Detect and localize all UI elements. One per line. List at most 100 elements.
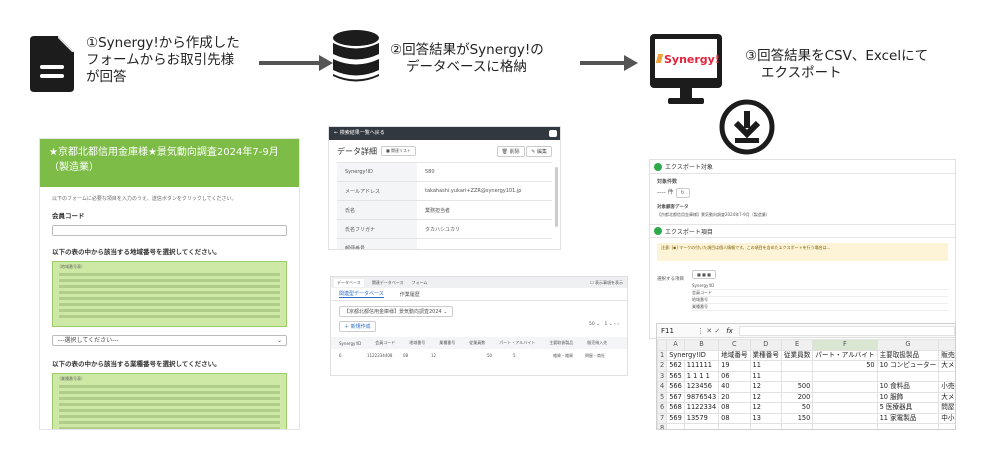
db-select[interactable]: 【京都北都信用金庫様】景気動向調査2024 ⌄ <box>339 306 453 317</box>
cell[interactable] <box>812 381 878 393</box>
tab-database[interactable]: データベース <box>334 278 364 287</box>
cell[interactable]: 19 <box>718 360 751 372</box>
cell[interactable]: 12 <box>749 381 782 393</box>
row-header[interactable]: 4 <box>657 381 668 393</box>
cell[interactable]: 200 <box>780 391 814 403</box>
edit-button[interactable]: ✎ 編集 <box>526 145 552 157</box>
cell[interactable]: 11 <box>749 370 782 382</box>
cell[interactable] <box>812 412 878 424</box>
cell[interactable]: 5 医療器具 <box>876 402 940 414</box>
export-item[interactable]: Synergy!ID <box>692 283 948 290</box>
col-header[interactable]: C <box>718 339 751 351</box>
cell[interactable] <box>812 370 878 382</box>
refresh-icon[interactable]: ↻ <box>675 188 690 198</box>
cell[interactable] <box>666 423 685 429</box>
cell[interactable] <box>749 423 782 429</box>
cell[interactable] <box>780 370 814 382</box>
cell[interactable]: 150 <box>780 412 814 424</box>
cell[interactable]: Synergy!ID <box>666 349 720 361</box>
cell[interactable]: 06 <box>718 370 751 382</box>
col-header[interactable]: G <box>876 339 940 351</box>
table-row[interactable]: 6 1122334408 08 12 50 5 雑貨・雑貨 問屋・商社 <box>331 349 627 362</box>
cell[interactable]: 大メーカー <box>938 360 955 372</box>
cell[interactable]: 569 <box>666 412 685 424</box>
cell[interactable]: 500 <box>780 381 814 393</box>
delete-button[interactable]: 🗑 削除 <box>496 145 525 157</box>
cell[interactable]: 50 <box>812 360 878 372</box>
cell[interactable]: パート・アルバイト <box>812 349 878 361</box>
cell[interactable]: 9876543 <box>683 391 720 403</box>
cell[interactable]: 568 <box>666 402 685 414</box>
row-header[interactable]: 3 <box>657 370 668 382</box>
cell[interactable]: 12 <box>749 402 782 414</box>
tab-form[interactable]: フォーム <box>411 279 428 285</box>
item-selector[interactable]: ■ ■ ■ <box>692 270 716 279</box>
export-item[interactable]: 業種番号 <box>692 304 948 311</box>
cell[interactable]: 問屋・商社 <box>938 402 955 414</box>
scrollbar[interactable] <box>555 167 558 227</box>
col-header[interactable]: D <box>749 339 782 351</box>
cell[interactable]: 13 <box>749 412 782 424</box>
code-input[interactable] <box>52 225 287 236</box>
cell[interactable]: 20 <box>718 391 751 403</box>
cell[interactable]: 08 <box>718 412 751 424</box>
cell[interactable]: 11 家電製品 <box>876 412 940 424</box>
col-header[interactable]: Synergy!ID <box>339 340 362 346</box>
cell-ref-box[interactable]: F11 <box>661 326 674 335</box>
add-record-button[interactable]: ＋ 新規作成 <box>339 321 376 332</box>
cell[interactable]: 中小メーカー・仲間業者 <box>938 412 955 424</box>
cell[interactable]: 1122334 <box>683 402 720 414</box>
related-tag[interactable]: ■ 関連リスト <box>381 146 417 156</box>
col-header[interactable]: 販売納入先 <box>587 340 608 345</box>
back-link[interactable]: ← 検索結果一覧へ戻る <box>334 130 385 136</box>
subtab-related-db[interactable]: 関連型データベース <box>339 291 384 298</box>
row-header[interactable]: 8 <box>657 423 668 429</box>
cell[interactable] <box>812 423 878 429</box>
cell[interactable]: 08 <box>718 402 751 414</box>
cell[interactable]: 販売納入数の最も多い先 <box>938 349 955 361</box>
cell[interactable] <box>780 423 814 429</box>
cell[interactable]: 業種番号 <box>749 349 782 361</box>
cell[interactable]: 地域番号 <box>718 349 751 361</box>
cell[interactable]: 50 <box>780 402 814 414</box>
subtab-history[interactable]: 作業履歴 <box>399 291 420 298</box>
row-header[interactable]: 5 <box>657 391 668 403</box>
row-header[interactable]: 6 <box>657 402 668 414</box>
cell[interactable] <box>876 423 940 429</box>
formula-input[interactable] <box>738 325 955 336</box>
row-header[interactable]: 7 <box>657 412 668 424</box>
toggle-icon[interactable] <box>549 130 557 137</box>
cell[interactable]: 大メーカー <box>938 391 955 403</box>
cell[interactable]: 10 コンピューター <box>876 360 940 372</box>
row-header[interactable]: 1 <box>657 349 668 361</box>
cell[interactable] <box>938 423 955 429</box>
col-header[interactable]: 主要取扱製品 <box>549 340 574 345</box>
cell[interactable]: 123456 <box>683 381 720 393</box>
cell[interactable]: 562 <box>666 360 685 372</box>
cell[interactable] <box>780 360 814 372</box>
col-header[interactable]: パート・アルバイト <box>499 340 536 345</box>
cell[interactable] <box>876 370 940 382</box>
export-item[interactable]: 会員コード <box>692 290 948 297</box>
display-checkbox[interactable]: ☐ 表示事項を表示 <box>590 279 623 285</box>
export-item[interactable]: 地域番号 <box>692 297 948 304</box>
col-header[interactable]: 業種番号 <box>439 340 456 345</box>
cell[interactable]: 小売業者 <box>938 381 955 393</box>
cell[interactable]: 13579 <box>683 412 720 424</box>
cell[interactable]: 111111 <box>683 360 720 372</box>
col-header[interactable]: 会員コード <box>375 340 396 345</box>
tab-related-db[interactable]: 関連データベース <box>371 279 404 285</box>
cell[interactable]: 567 <box>666 391 685 403</box>
cell[interactable]: 10 服飾 <box>876 391 940 403</box>
cell[interactable]: 1 1 1 1 <box>683 370 720 382</box>
cell[interactable]: 従業員数 <box>780 349 814 361</box>
cell[interactable]: 11 <box>749 360 782 372</box>
col-header[interactable]: H <box>938 339 955 351</box>
corner-cell[interactable] <box>657 339 668 351</box>
pager[interactable]: 50 ⌄ 1 ⌄ ‹ › <box>589 322 619 327</box>
row-header[interactable]: 2 <box>657 360 668 372</box>
cell[interactable] <box>812 402 878 414</box>
col-header[interactable]: F <box>812 339 878 351</box>
cell[interactable]: 40 <box>718 381 751 393</box>
cell[interactable]: 565 <box>666 370 685 382</box>
